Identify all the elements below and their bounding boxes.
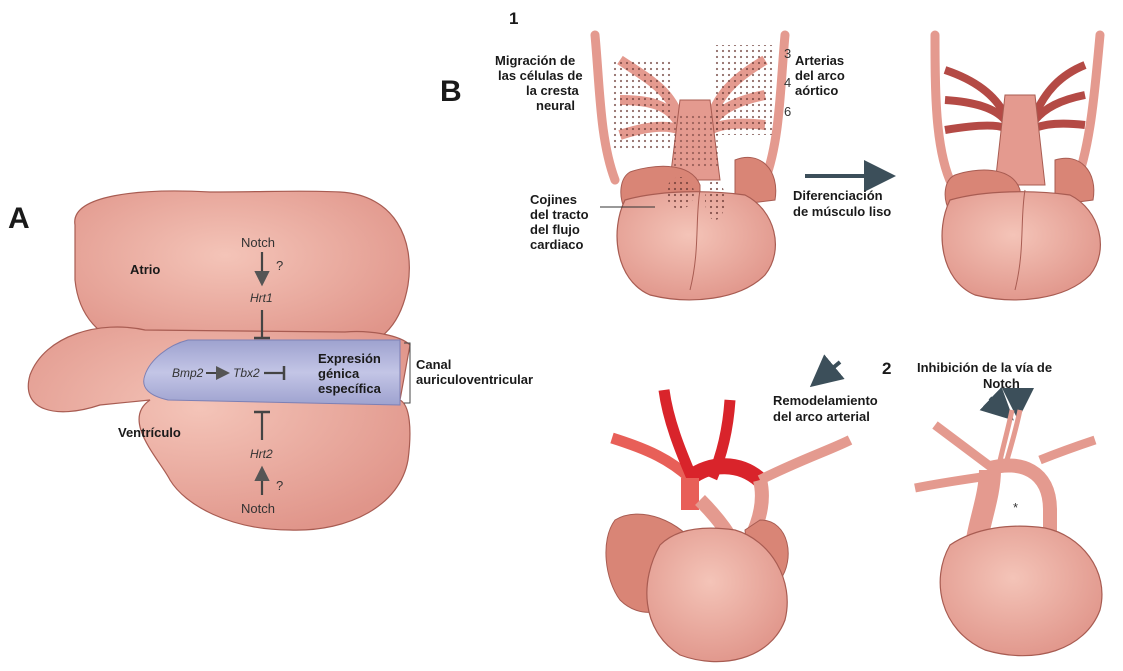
tbx2-label: Tbx2 [233, 366, 260, 380]
asterisk-mark: * [1013, 500, 1018, 515]
expr-line-3: específica [318, 381, 382, 396]
heart-remodeled-arch [606, 390, 850, 662]
migracion-line-3: la cresta [526, 83, 580, 98]
arrow-inhibition-1 [990, 398, 1008, 415]
ventriculo-label: Ventrículo [118, 425, 181, 440]
step-2-number: 2 [882, 359, 891, 378]
notch-bottom-label: Notch [241, 501, 275, 516]
cojines-line-3: del flujo [530, 222, 580, 237]
heart-smooth-muscle [935, 35, 1100, 300]
question-bottom: ? [276, 478, 283, 493]
migracion-line-4: neural [536, 98, 575, 113]
migracion-line-2: las células de [498, 68, 583, 83]
step-1-number: 1 [509, 9, 518, 28]
expr-line-2: génica [318, 366, 360, 381]
notch-top-label: Notch [241, 235, 275, 250]
cojines-line-4: cardiaco [530, 237, 584, 252]
arch-number-4: 4 [784, 75, 791, 90]
panel-a-letter: A [8, 202, 30, 235]
canal-line-1: Canal [416, 357, 451, 372]
arch-number-3: 3 [784, 46, 791, 61]
arch-number-6: 6 [784, 104, 791, 119]
question-top: ? [276, 258, 283, 273]
canal-line-2: auriculoventricular [416, 372, 533, 387]
cojines-line-1: Cojines [530, 192, 577, 207]
panel-a: A Atrio Ventrículo Notch ? Hrt1 Bmp2 Tbx… [8, 191, 533, 530]
diferenciacion-line-1: Diferenciación [793, 188, 883, 203]
inhibicion-line-2: Notch [983, 376, 1020, 391]
hrt2-label: Hrt2 [250, 447, 273, 461]
atrio-label: Atrio [130, 262, 160, 277]
arterias-line-3: aórtico [795, 83, 838, 98]
arterias-line-2: del arco [795, 68, 845, 83]
expr-line-1: Expresión [318, 351, 381, 366]
remodelamiento-line-2: del arco arterial [773, 409, 870, 424]
hrt1-label: Hrt1 [250, 291, 273, 305]
heart-neural-crest [595, 35, 785, 300]
remodelamiento-line-1: Remodelamiento [773, 393, 878, 408]
arrow-remodeling [816, 362, 840, 382]
inhibicion-line-1: Inhibición de la vía de [917, 360, 1052, 375]
heart-notch-inhibition: * [915, 410, 1102, 656]
cojines-line-2: del tracto [530, 207, 589, 222]
migracion-line-1: Migración de [495, 53, 575, 68]
diferenciacion-line-2: de músculo liso [793, 204, 891, 219]
arterias-line-1: Arterias [795, 53, 844, 68]
panel-b-letter: B [440, 75, 462, 108]
bmp2-label: Bmp2 [172, 366, 204, 380]
panel-b: B 1 2 Migración de las células de la [440, 9, 1102, 662]
